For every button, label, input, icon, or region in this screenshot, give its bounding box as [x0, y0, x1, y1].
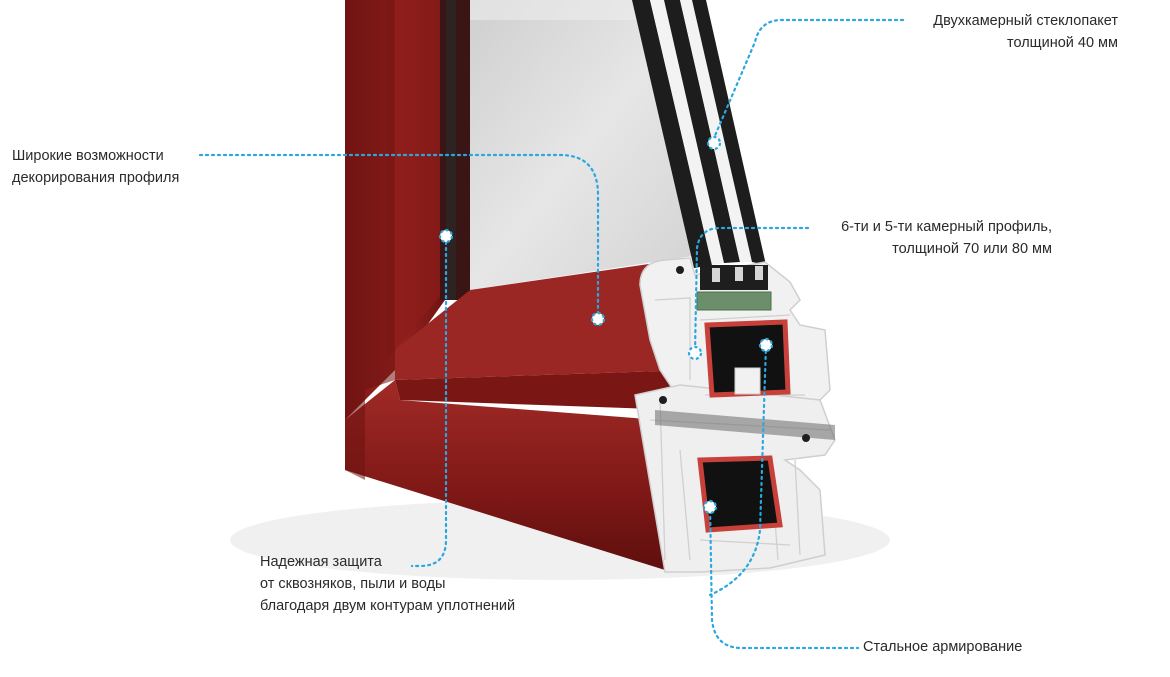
callout-line-chambers [693, 226, 810, 354]
annotation-seal-line2: от сквозняков, пыли и воды [260, 576, 446, 592]
annotation-glass-line2: толщиной 40 мм [1006, 35, 1118, 51]
annotation-glass-unit: Двухкамерный стеклопакет толщиной 40 мм [933, 10, 1118, 54]
callout-line-chambers-2 [708, 343, 768, 597]
annotation-steel-line1: Стальное армирование [863, 639, 1023, 655]
marker-frame [438, 228, 454, 244]
callout-lines [198, 18, 905, 650]
annotation-chambers-line1: 6-ти и 5-ти камерный профиль, [841, 219, 1052, 235]
annotation-seal-line3: благодаря двум контурам уплотнений [260, 598, 516, 614]
callout-line-glass [712, 18, 905, 140]
annotation-decor-line2: декорирования профиля [12, 170, 180, 186]
annotation-decoration: Широкие возможности декорирования профил… [12, 145, 179, 189]
marker-decor [590, 311, 606, 327]
callout-line-steel [708, 503, 860, 650]
marker-steel [702, 499, 718, 515]
annotation-seal-line1: Надежная защита [260, 554, 382, 570]
annotation-decor-line1: Широкие возможности [12, 148, 164, 164]
callout-line-decor-2 [410, 234, 448, 568]
annotation-chambers-line2: толщиной 70 или 80 мм [892, 241, 1052, 257]
marker-seal [758, 337, 774, 353]
callout-line-decor [198, 153, 600, 314]
pvc-profile-section [634, 257, 836, 573]
glass-unit [632, 0, 766, 268]
bottom-frame [345, 0, 690, 570]
glass-pane [470, 0, 700, 290]
marker-chambers [687, 345, 703, 361]
annotation-chambers: 6-ти и 5-ти камерный профиль, толщиной 7… [841, 216, 1052, 260]
annotation-sealing: Надежная защита от сквозняков, пыли и во… [260, 551, 515, 617]
callout-markers [438, 135, 774, 515]
annotation-steel: Стальное армирование [863, 636, 1022, 658]
marker-glass [706, 135, 722, 151]
annotation-glass-line1: Двухкамерный стеклопакет [933, 13, 1118, 29]
